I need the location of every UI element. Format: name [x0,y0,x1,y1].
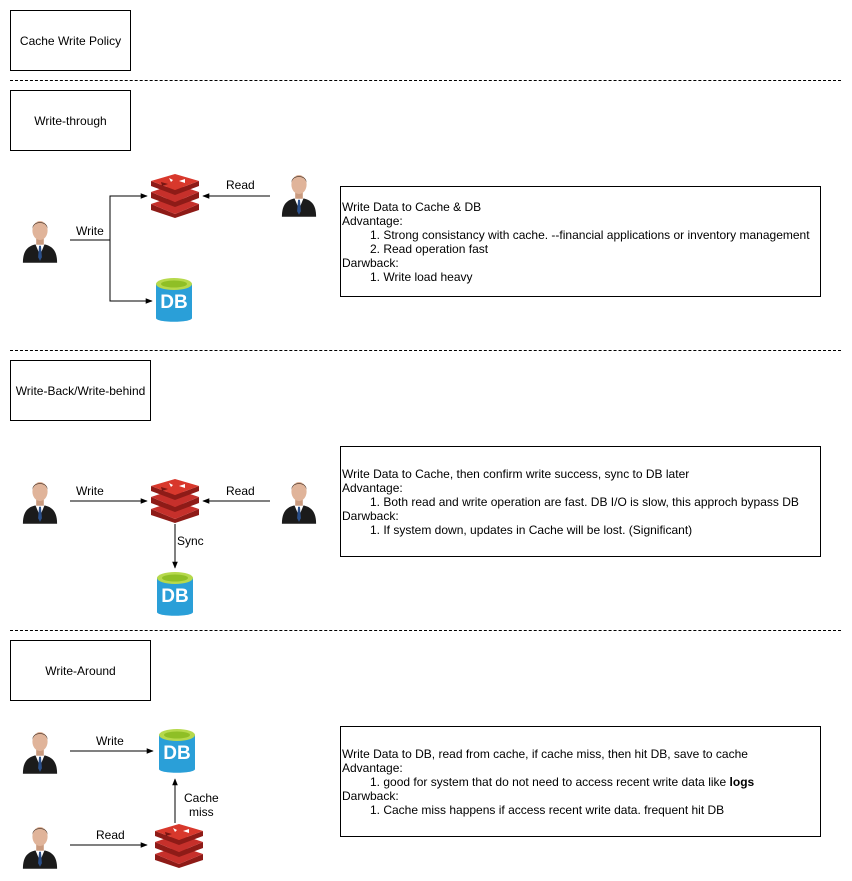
db-icon: DB [155,570,195,620]
section-title-write-through: Write-through [10,90,131,151]
user-icon [21,822,59,870]
note-heading: Write Data to Cache & DB [342,199,482,214]
cache-miss-label: Cache miss [183,791,220,819]
read-label: Read [225,178,256,192]
sync-label: Sync [176,534,205,548]
section-title: Write-Back/Write-behind [15,383,146,398]
drawback-title: Darwback: [342,508,399,523]
drawback-item: 1. Write load heavy [370,269,473,284]
advantage-title: Advantage: [342,480,403,495]
redis-icon [153,824,205,868]
write-around-note: Write Data to DB, read from cache, if ca… [340,726,821,837]
drawback-title: Darwback: [342,788,399,803]
drawback-item: 1. Cache miss happens if access recent w… [370,802,725,817]
drawback-title: Darwback: [342,255,399,270]
write-to-cache-arrow [109,193,148,240]
section-title: Write-through [34,113,107,128]
write-to-db-arrow [109,240,153,304]
section-title-write-around: Write-Around [10,640,151,701]
db-label: DB [161,586,189,607]
write-back-note: Write Data to Cache, then confirm write … [340,446,821,557]
read-label: Read [225,484,256,498]
note-heading: Write Data to DB, read from cache, if ca… [342,746,748,761]
advantage-item: 1. Strong consistancy with cache. --fina… [370,227,810,242]
advantage-title: Advantage: [342,213,403,228]
page-title: Cache Write Policy [19,33,122,48]
section-title-write-back: Write-Back/Write-behind [10,360,151,421]
advantage-text: 1. good for system that do not need to a… [370,774,730,789]
db-icon: DB [154,276,194,326]
write-label: Write [75,224,105,238]
divider [10,80,841,81]
advantage-item: 1. Both read and write operation are fas… [370,494,799,509]
cache-miss-line2: miss [189,805,214,819]
read-label: Read [95,828,126,842]
write-through-note: Write Data to Cache & DB Advantage: 1. S… [340,186,821,297]
db-icon: DB [157,727,197,777]
db-label: DB [160,292,188,313]
db-label: DB [163,743,191,764]
user-icon [21,727,59,775]
write-label: Write [95,734,125,748]
divider [10,350,841,351]
advantage-item: 1. good for system that do not need to a… [342,775,820,789]
drawback-item: 1. If system down, updates in Cache will… [370,522,693,537]
advantage-title: Advantage: [342,760,403,775]
note-heading: Write Data to Cache, then confirm write … [342,466,690,481]
cache-miss-line1: Cache [184,791,219,805]
section-title: Write-Around [45,663,116,678]
divider [10,630,841,631]
advantage-bold-text: logs [729,774,755,789]
write-label: Write [75,484,105,498]
advantage-item: 2. Read operation fast [370,241,489,256]
title-box: Cache Write Policy [10,10,131,71]
